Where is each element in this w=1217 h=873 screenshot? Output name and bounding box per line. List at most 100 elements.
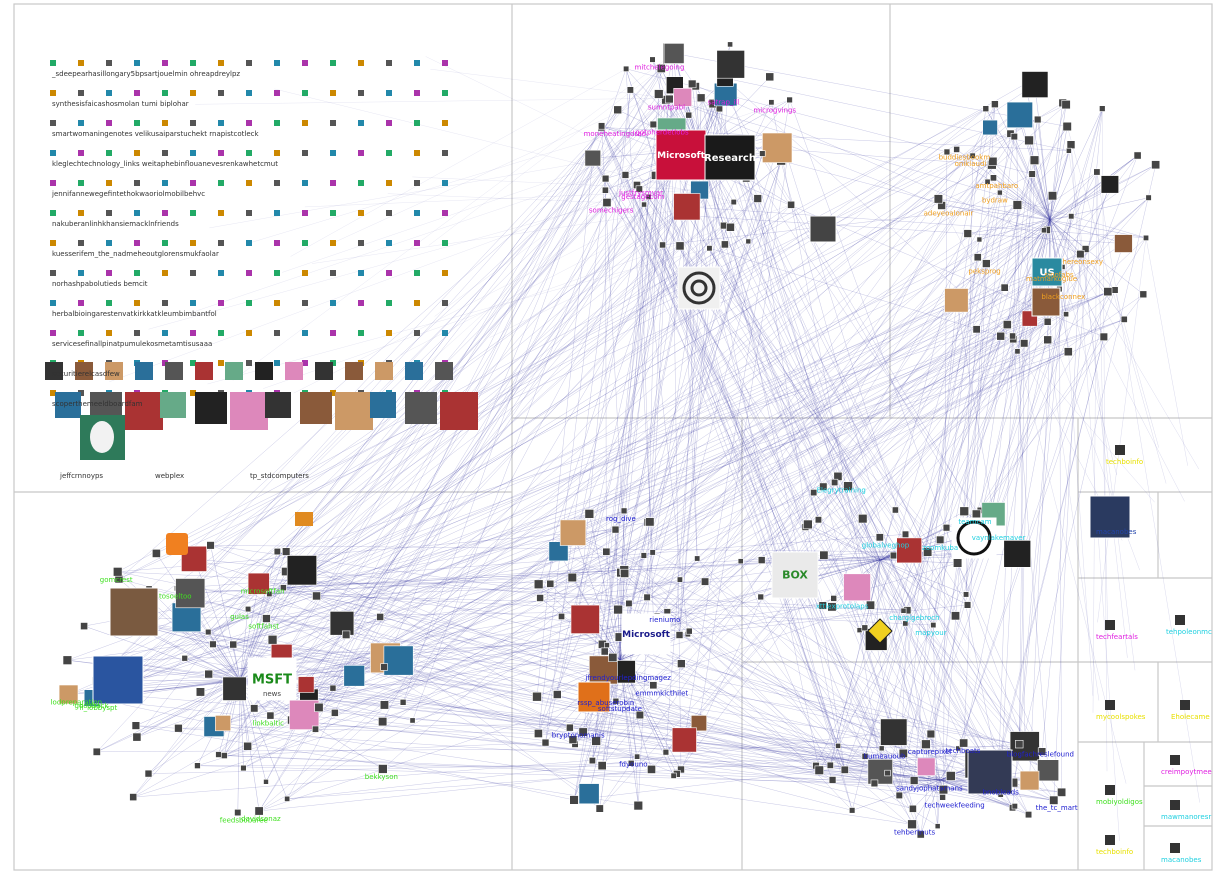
isolate-node — [358, 300, 364, 306]
isolate-node — [302, 120, 308, 126]
edge-green-br — [380, 616, 1030, 781]
node-label-cyan: Elegrytraining — [817, 486, 866, 494]
node-blue — [608, 652, 618, 662]
edge-orange-br — [893, 257, 978, 733]
edge-orange-blue — [574, 287, 1005, 745]
edge-intra-blue — [619, 659, 639, 806]
edge-orange-blue — [704, 161, 994, 582]
edge-right-panel — [1062, 266, 1094, 696]
edge-orange-br — [913, 300, 957, 781]
edge-magenta-blue — [536, 158, 594, 697]
edge-green-blue — [96, 510, 625, 682]
edge-green-blue — [248, 608, 576, 745]
right-panel-node — [1170, 800, 1180, 810]
node-label-blue: rssp_abuserobin — [577, 699, 634, 707]
node-orange — [1010, 133, 1018, 141]
edge-intra-cyan — [864, 559, 881, 628]
isolate-node — [274, 120, 280, 126]
edge-magenta-blue — [656, 160, 782, 637]
edge-magenta-br — [700, 97, 1029, 815]
node-green — [284, 795, 291, 802]
right-panel-node — [1105, 620, 1115, 630]
edge-magenta-blue — [638, 132, 672, 806]
isolate-node — [442, 150, 448, 156]
edge-orange-green — [247, 164, 1156, 610]
edge-intra-cyan — [879, 559, 904, 611]
node-green — [215, 751, 222, 758]
node-orange — [1114, 234, 1133, 253]
node-blue — [546, 579, 555, 588]
edge-magenta-br — [709, 248, 1043, 752]
node-label-br: bumeauoub — [864, 752, 906, 760]
edge-green-blue — [308, 521, 650, 699]
isolate-thumb-large — [160, 392, 186, 418]
edge-magenta-blue — [592, 147, 778, 761]
isolate-thumb — [75, 362, 93, 380]
isolate-node — [190, 90, 196, 96]
edge-orange-br — [844, 150, 1070, 770]
edge-orange-green — [384, 110, 1017, 706]
edge-intra-cyan — [823, 486, 881, 561]
edge-magenta-green — [258, 103, 714, 812]
edge-orange-blue — [646, 248, 1086, 598]
edge-intra-br — [914, 779, 941, 781]
isolate-node — [302, 210, 308, 216]
node-magenta — [730, 199, 737, 206]
edge-green-br — [67, 659, 951, 777]
edge-magenta-green — [265, 125, 602, 782]
isolate-node — [274, 360, 280, 366]
isolate-node — [50, 180, 56, 186]
edge-orange-green — [301, 151, 948, 571]
node-cyan — [896, 537, 923, 564]
edge-green-br — [308, 697, 882, 749]
node-orange — [1012, 200, 1023, 210]
node-orange — [1143, 234, 1150, 241]
edge-orange-cyan — [833, 204, 1018, 599]
node-label-blue: emmmkicthilet — [635, 689, 688, 697]
node-magenta — [601, 186, 609, 194]
node-cyan — [942, 523, 951, 532]
edge-isolate — [304, 189, 700, 208]
isolate-thumb-large — [195, 392, 227, 424]
node-green — [250, 704, 259, 713]
edge-blue-br — [624, 573, 853, 811]
edge-magenta-cyan — [762, 153, 977, 515]
isolate-node — [274, 300, 280, 306]
edge-intra-green — [207, 631, 241, 681]
node-green — [376, 613, 385, 621]
isolate-row-label: securitierelcasdfew — [52, 370, 120, 378]
hub-microsoft-red-box — [655, 129, 707, 181]
edge-orange-green — [208, 289, 1115, 633]
node-magenta — [635, 185, 643, 193]
isolate-node — [442, 270, 448, 276]
node-label-orange: bydraw — [982, 197, 1008, 205]
edge-intra-orange — [992, 161, 1051, 221]
node-magenta — [649, 56, 656, 63]
node-green — [132, 732, 142, 742]
edge-magenta-green — [118, 99, 667, 580]
node-blue — [627, 759, 635, 767]
node-magenta — [720, 240, 729, 249]
isolate-thumb — [225, 362, 243, 380]
edge-magenta-green — [383, 109, 618, 668]
node-label-blue: bryptonomanis — [552, 732, 605, 740]
node-label-br: techboats — [946, 747, 981, 755]
isolate-node — [274, 240, 280, 246]
node-green — [254, 806, 264, 816]
node-green — [221, 752, 228, 759]
edge-right-panel — [1068, 150, 1136, 671]
edge-magenta-green — [305, 204, 645, 685]
node-orange — [1145, 194, 1152, 201]
isolate-node — [190, 180, 196, 186]
isolate-node — [218, 180, 224, 186]
node-cyan — [819, 482, 828, 491]
node-label-magenta: gotpherdetlobs — [635, 128, 689, 136]
right-panel-label: macanobes — [1096, 528, 1137, 536]
edge-orange-green — [247, 110, 1017, 747]
node-br — [1049, 795, 1059, 805]
edge-magenta-cyan — [592, 157, 806, 528]
edge-orange-br — [1012, 289, 1060, 808]
node-label-orange: adeyeoalonair — [924, 210, 974, 218]
isolate-node — [414, 240, 420, 246]
